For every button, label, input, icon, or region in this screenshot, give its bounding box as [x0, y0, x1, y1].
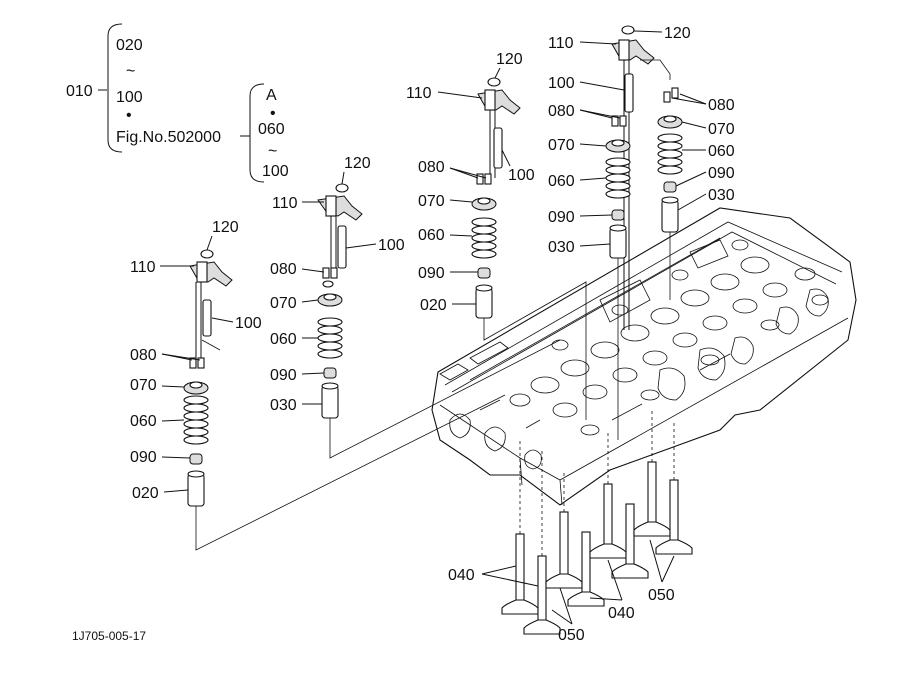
callout-d-030: 030: [548, 239, 575, 256]
valve-6: [611, 503, 649, 579]
callout-a-090: 090: [130, 449, 157, 466]
valve-8: [655, 479, 693, 555]
legend-dot: •: [126, 107, 132, 124]
legend-sub-dot: •: [270, 105, 276, 122]
callout-a-070: 070: [130, 377, 157, 394]
callout-a-110: 110: [130, 259, 156, 276]
callout-d-090: 090: [548, 209, 575, 226]
callout-b-030: 030: [270, 397, 297, 414]
legend-sub-start: 060: [258, 121, 285, 138]
callout-valve-040a: 040: [448, 567, 475, 584]
callout-d-110: 110: [548, 35, 574, 52]
valve-assembly-a: 120 110 100 080 070 060 090 020: [130, 219, 506, 551]
valve-4: [567, 531, 605, 607]
legend-sub-top: A: [266, 87, 277, 104]
callout-e-090: 090: [708, 165, 735, 182]
callout-d-080: 080: [548, 103, 575, 120]
callout-c-110: 110: [406, 85, 432, 102]
callout-b-110: 110: [272, 195, 298, 212]
callout-b-090: 090: [270, 367, 297, 384]
valve-assembly-c: 120 110 100 080 070 060 090 020: [406, 51, 587, 420]
callout-c-060: 060: [418, 227, 445, 244]
valve-1: [501, 533, 539, 615]
valve-assembly-b: 120 110 100 080 070 060 090 030: [270, 155, 561, 459]
callout-a-060: 060: [130, 413, 157, 430]
callout-e-080: 080: [708, 97, 735, 114]
callout-valve-050b: 050: [648, 587, 675, 604]
valve-2: [523, 555, 561, 635]
callout-c-090: 090: [418, 265, 445, 282]
legend-sub-to: ~: [268, 143, 277, 160]
callout-b-100: 100: [378, 237, 405, 254]
legend-range-end: 100: [116, 89, 143, 106]
callout-b-060: 060: [270, 331, 297, 348]
cylinder-head: [431, 207, 857, 506]
callout-d-060: 060: [548, 173, 575, 190]
callout-c-100: 100: [508, 167, 535, 184]
callout-c-020: 020: [420, 297, 447, 314]
callout-a-020: 020: [132, 485, 159, 502]
callout-d-070: 070: [548, 137, 575, 154]
callout-e-060: 060: [708, 143, 735, 160]
valve-assembly-d: 120 110 100 080 070 060 090 030: [548, 25, 691, 440]
callout-b-070: 070: [270, 295, 297, 312]
callout-e-070: 070: [708, 121, 735, 138]
callout-c-120: 120: [496, 51, 523, 68]
legend-range-to: ~: [126, 63, 135, 80]
valve-assembly-e: 080 070 060 090 030: [657, 87, 735, 300]
legend-sub-end: 100: [262, 163, 289, 180]
legend-figref: Fig.No.502000: [116, 129, 221, 146]
callout-valve-050a: 050: [558, 627, 585, 644]
valves: 040 050 040 050: [448, 410, 693, 644]
callout-a-080: 080: [130, 347, 157, 364]
figure-code: 1J705-005-17: [72, 629, 146, 643]
callout-d-120: 120: [664, 25, 691, 42]
callout-b-120: 120: [344, 155, 371, 172]
callout-d-100: 100: [548, 75, 575, 92]
callout-valve-040b: 040: [608, 605, 635, 622]
legend-range-start: 020: [116, 37, 143, 54]
callout-a-100: 100: [235, 315, 262, 332]
valve-5: [589, 483, 627, 559]
callout-e-030: 030: [708, 187, 735, 204]
valve-7: [633, 461, 671, 537]
legend: 010 020 ~ 100 • Fig.No.502000 A • 060 ~ …: [66, 23, 289, 183]
callout-b-080: 080: [270, 261, 297, 278]
callout-a-120: 120: [212, 219, 239, 236]
callout-c-080: 080: [418, 159, 445, 176]
legend-main: 010: [66, 83, 93, 100]
callout-c-070: 070: [418, 193, 445, 210]
valve-3: [545, 511, 583, 589]
